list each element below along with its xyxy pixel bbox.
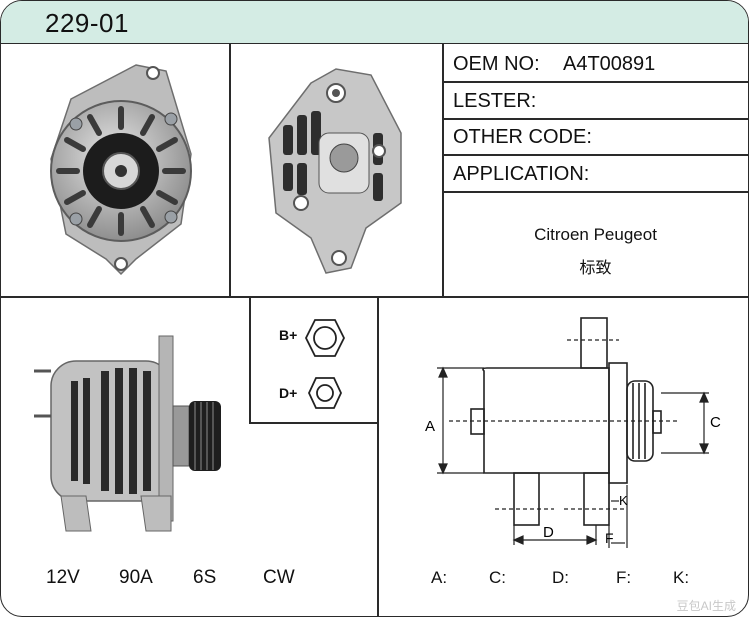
- application-cn: 标致: [579, 260, 612, 277]
- oem-label: OEM NO:: [453, 53, 540, 75]
- watermark: 豆包AI生成: [676, 599, 736, 613]
- dim-k-label: K:: [673, 568, 690, 587]
- alternator-front-photo: [50, 64, 192, 276]
- divider: [443, 191, 748, 193]
- lester-row: LESTER:: [443, 84, 748, 120]
- dimension-diagram: A C D F K: [425, 317, 721, 548]
- oem-value: A4T00891: [563, 53, 656, 75]
- divider: [443, 154, 748, 156]
- alternator-side-photo: [34, 335, 221, 532]
- divider: [1, 296, 748, 298]
- terminal-d-plus-icon: [308, 377, 342, 409]
- diagram-label-d: D: [543, 524, 554, 541]
- dim-a-label: A:: [431, 568, 448, 587]
- spec-voltage: 12V: [46, 567, 80, 588]
- spec-rotation: CW: [263, 567, 295, 588]
- dim-c-label: C:: [489, 568, 506, 587]
- terminal-b-plus-icon: [304, 319, 346, 357]
- application-label: APPLICATION:: [453, 163, 590, 185]
- divider: [443, 81, 748, 83]
- header-bar: 229-01: [1, 1, 748, 44]
- divider: [249, 422, 378, 424]
- divider: [442, 43, 444, 297]
- part-number: 229-01: [45, 8, 129, 38]
- dim-d-label: D:: [552, 568, 569, 587]
- divider: [377, 297, 379, 616]
- diagram-label-k: K: [619, 493, 628, 508]
- diagram-label-f: F: [605, 530, 614, 546]
- alternator-rear-photo: [268, 68, 402, 274]
- terminal-d-plus-label: D+: [279, 385, 298, 401]
- diagram-label-a: A: [425, 418, 435, 435]
- oem-row: OEM NO: A4T00891: [443, 47, 748, 83]
- divider: [229, 43, 231, 297]
- other-code-row: OTHER CODE:: [443, 120, 748, 156]
- other-code-label: OTHER CODE:: [453, 126, 592, 148]
- application-value: Citroen Peugeot: [534, 225, 657, 244]
- terminal-b-plus-label: B+: [279, 327, 298, 343]
- application-row: APPLICATION:: [443, 157, 748, 193]
- diagram-label-c: C: [710, 414, 721, 431]
- divider: [443, 118, 748, 120]
- spec-pulley: 6S: [193, 567, 217, 588]
- lester-label: LESTER:: [453, 90, 537, 112]
- spec-amperage: 90A: [119, 567, 153, 588]
- divider: [249, 297, 251, 423]
- dim-f-label: F:: [616, 568, 632, 587]
